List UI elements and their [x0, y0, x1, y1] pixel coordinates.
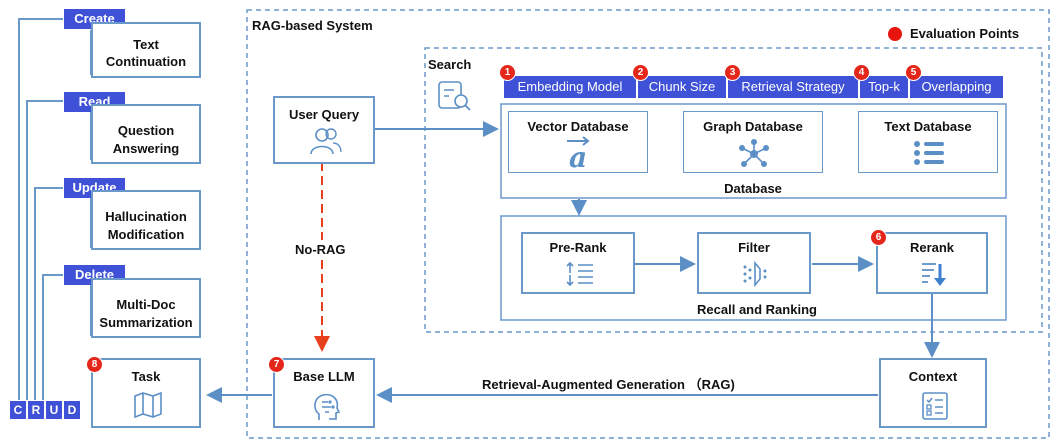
- user-query-box: User Query: [273, 96, 375, 164]
- base-llm-box: Base LLM: [273, 358, 375, 428]
- list-icon: [914, 141, 944, 165]
- map-icon: [134, 392, 162, 418]
- task-hallucination-modification: Hallucination Modification: [91, 190, 201, 250]
- param-overlapping: Overlapping: [910, 76, 1003, 98]
- param-retrieval-strategy: Retrieval Strategy: [728, 76, 858, 98]
- database-caption: Database: [724, 181, 782, 196]
- task-question-answering: Question Answering: [91, 104, 201, 164]
- vector-database-label: Vector Database: [527, 119, 629, 134]
- crud-r: R: [28, 401, 44, 419]
- crud-bracket: [18, 18, 92, 400]
- param-embedding-model: Embedding Model: [504, 76, 636, 98]
- task-line1: Multi-Doc: [116, 297, 176, 312]
- base-llm-label: Base LLM: [293, 369, 355, 384]
- context-box: Context: [879, 358, 987, 428]
- eval-badge-6: 6: [870, 229, 887, 246]
- eval-badge-7: 7: [268, 356, 285, 373]
- graph-icon: [739, 139, 769, 167]
- graph-database-box: Graph Database: [683, 111, 823, 173]
- eval-badge-4: 4: [853, 64, 870, 81]
- sort-icon: [566, 261, 593, 287]
- crud-c: C: [10, 401, 26, 419]
- task-text-continuation: Text Continuation: [91, 22, 201, 78]
- user-query-label: User Query: [288, 107, 360, 122]
- context-label: Context: [908, 369, 958, 384]
- crud-d: D: [64, 401, 80, 419]
- eval-badge-3: 3: [724, 64, 741, 81]
- task-line2: Continuation: [105, 54, 187, 69]
- crud-u: U: [46, 401, 62, 419]
- task-line2: Summarization: [99, 315, 193, 330]
- no-rag-label: No-RAG: [295, 240, 346, 259]
- text-database-box: Text Database: [858, 111, 998, 173]
- svg-text:a: a: [569, 141, 587, 170]
- legend-label: Evaluation Points: [910, 26, 1020, 41]
- task-multi-doc-summarization: Multi-Doc Summarization: [91, 278, 201, 338]
- database-frame: [500, 103, 1007, 199]
- rag-system-frame: [246, 9, 1050, 439]
- rerank-box: Rerank: [876, 232, 988, 294]
- search-doc-icon: [438, 81, 471, 111]
- evaluation-point-dot: [888, 27, 902, 41]
- task-line1: Text: [133, 37, 159, 52]
- rag-flow-label: Retrieval-Augmented Generation （RAG): [482, 377, 735, 392]
- filter-label: Filter: [738, 240, 770, 255]
- pre-rank-box: Pre-Rank: [521, 232, 635, 294]
- eval-badge-2: 2: [632, 64, 649, 81]
- task-line1: Question: [117, 123, 175, 138]
- search-frame: [424, 47, 1043, 333]
- task-line1: Hallucination: [105, 209, 187, 224]
- eval-badge-5: 5: [905, 64, 922, 81]
- brain-icon: [314, 393, 341, 420]
- ranking-frame: [500, 215, 1007, 321]
- task-line2: Modification: [107, 227, 185, 242]
- eval-badge-1: 1: [499, 64, 516, 81]
- task-box: Task: [91, 358, 201, 428]
- rag-system-title: RAG-based System: [252, 18, 373, 33]
- filter-icon: [743, 261, 767, 287]
- eval-badge-8: 8: [86, 356, 103, 373]
- text-database-label: Text Database: [884, 119, 972, 134]
- param-top-k: Top-k: [860, 76, 908, 98]
- task-line2: Answering: [112, 141, 180, 156]
- vector-icon: a: [567, 136, 590, 170]
- search-label: Search: [428, 57, 472, 72]
- ranking-caption: Recall and Ranking: [697, 302, 817, 317]
- filter-box: Filter: [697, 232, 811, 294]
- rerank-label: Rerank: [909, 240, 955, 255]
- task-box-label: Task: [131, 369, 161, 384]
- users-icon: [310, 128, 342, 155]
- rerank-icon: [922, 263, 946, 286]
- pre-rank-label: Pre-Rank: [549, 240, 607, 255]
- checklist-icon: [922, 392, 948, 420]
- graph-database-label: Graph Database: [703, 119, 803, 134]
- vector-database-box: Vector Database a: [508, 111, 648, 173]
- param-chunk-size: Chunk Size: [638, 76, 726, 98]
